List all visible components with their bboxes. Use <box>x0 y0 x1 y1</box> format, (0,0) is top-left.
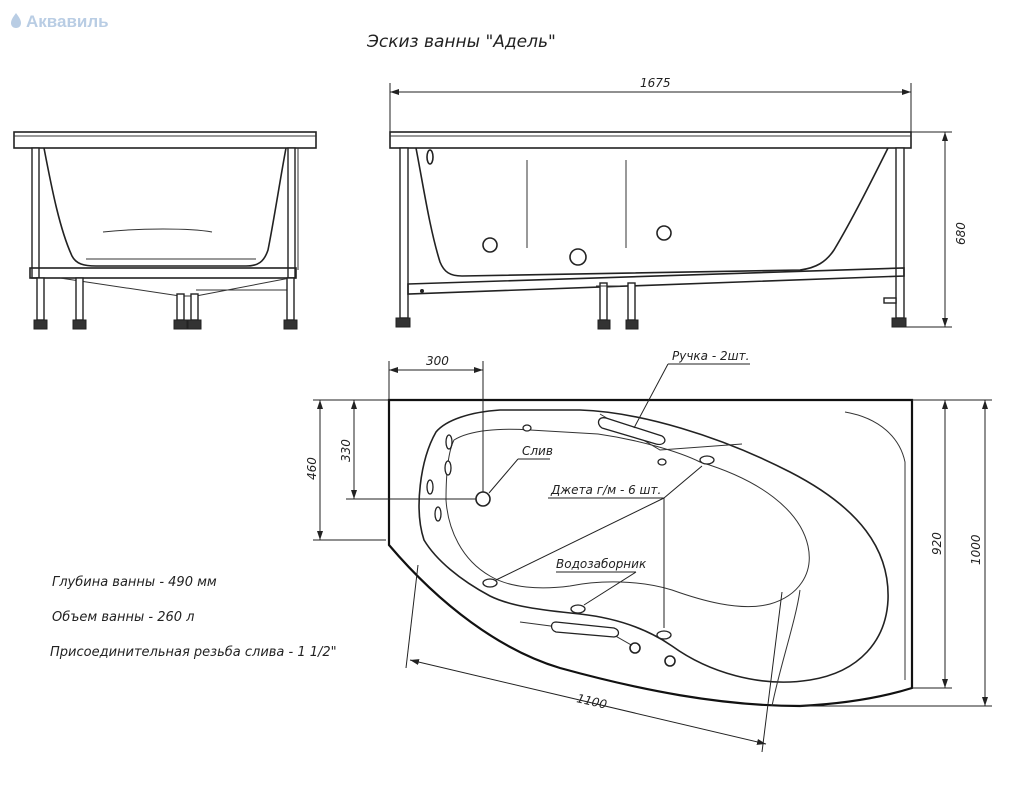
plan-view: 300 330 460 920 1000 1100 Ручка - 2шт. С… <box>305 349 992 753</box>
plan-seat-line <box>445 428 810 608</box>
jet-front-3 <box>656 225 672 241</box>
handle-top <box>597 417 666 446</box>
end-view-post-left <box>31 147 40 279</box>
callout-drain: Слив <box>522 444 553 458</box>
jet-3 <box>656 630 672 640</box>
jet-front-2 <box>569 248 587 266</box>
callout-intake: Водозаборник <box>556 557 647 571</box>
dim-height: 680 <box>954 222 968 245</box>
logo-text: Аквавиль <box>26 12 109 31</box>
dim-920: 920 <box>930 532 944 555</box>
water-intake <box>570 604 586 614</box>
jet-front-1 <box>482 237 498 253</box>
end-view <box>13 131 317 330</box>
dim-length: 1675 <box>640 76 671 90</box>
note-depth: Глубина ванны - 490 мм <box>52 575 217 590</box>
plan-outer-contour <box>387 398 914 708</box>
front-view: 1675 680 <box>389 76 968 330</box>
front-view-rim <box>389 131 912 149</box>
end-view-frame <box>29 267 297 279</box>
dim-300: 300 <box>426 354 449 368</box>
dim-460: 460 <box>305 457 319 480</box>
handle-bottom <box>550 621 620 638</box>
drain-hole <box>475 491 491 507</box>
front-view-basin <box>415 147 889 277</box>
brand-logo: Аквавиль <box>11 12 109 31</box>
plan-inner-basin <box>418 409 889 683</box>
drawing-title: Эскиз ванны "Адель" <box>366 32 556 52</box>
end-view-rim <box>13 131 317 149</box>
dim-1000: 1000 <box>969 534 983 565</box>
callout-jets: Джета г/м - 6 шт. <box>550 483 661 497</box>
note-volume: Объем ванны - 260 л <box>52 610 194 625</box>
dim-1100: 1100 <box>575 691 608 712</box>
callout-handle: Ручка - 2шт. <box>672 349 749 363</box>
notes-block: Глубина ванны - 490 мм Объем ванны - 260… <box>50 575 337 660</box>
drop-icon <box>11 13 21 28</box>
end-view-basin <box>43 147 287 267</box>
jet-2 <box>482 578 498 588</box>
note-thread: Присоединительная резьба слива - 1 1/2" <box>50 645 337 660</box>
jet-1 <box>699 455 715 465</box>
dim-330: 330 <box>339 439 353 462</box>
end-view-post-right <box>287 147 296 279</box>
